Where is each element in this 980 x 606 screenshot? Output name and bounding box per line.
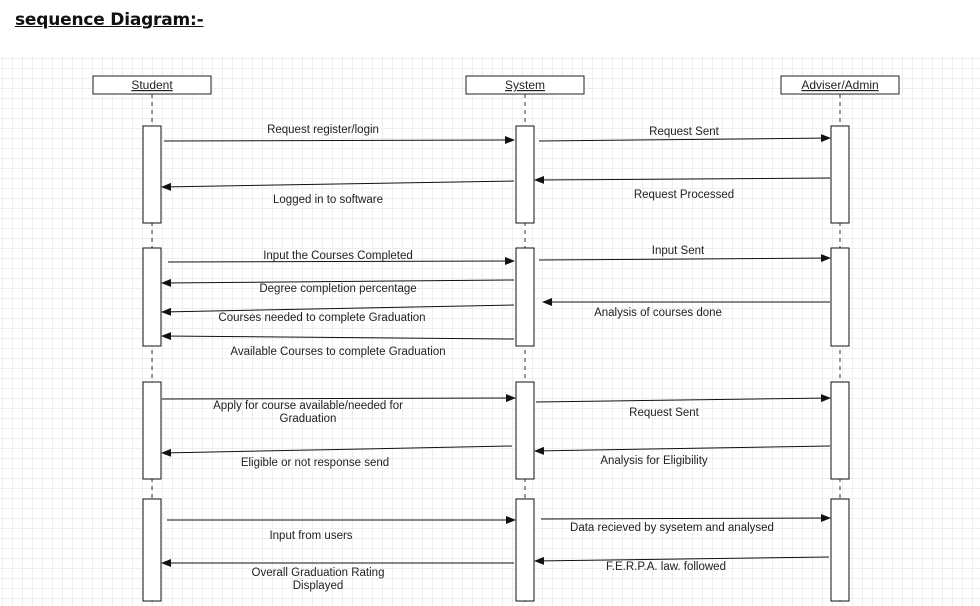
message-label-m13: Analysis for Eligibility [600,455,708,467]
activation-bar-student-4 [142,498,162,602]
actor-label-admin: Adviser/Admin [801,78,878,92]
message-label-m18-line-1: Overall Graduation Rating [252,567,385,579]
actor-box-admin [780,75,900,95]
message-label-m17: F.E.R.P.A. law. followed [606,561,726,573]
message-label-m8: Analysis of courses done [594,307,722,319]
message-arrow-m16 [540,514,831,523]
activation-bar-system-1 [515,125,535,224]
message-label-m10: Available Courses to complete Graduation [230,346,445,358]
activation-bar-student-3 [142,381,162,480]
message-label-m7: Degree completion percentage [259,283,416,295]
message-label-m11-line-1: Apply for course available/needed for [213,400,403,412]
message-arrow-m10 [161,332,515,341]
message-arrow-m3 [534,175,831,184]
actor-box-student [92,75,212,95]
message-arrow-m13 [534,445,831,455]
activation-bar-admin-3 [830,381,850,480]
message-arrow-m9 [161,304,515,316]
message-arrow-m4 [161,180,515,191]
message-label-m18-line-2: Displayed [293,580,344,592]
activation-bar-admin-1 [830,125,850,224]
activation-bar-student-2 [142,247,162,347]
message-label-m3: Request Processed [634,189,734,201]
message-label-m1: Request register/login [267,124,379,136]
message-arrow-m14 [161,445,513,457]
message-arrow-m6 [538,254,831,263]
page-title: sequence Diagram:- [15,10,204,30]
message-arrow-m11 [161,394,516,403]
activation-bar-system-4 [515,498,535,602]
activation-bar-student-1 [142,125,162,224]
message-label-m6: Input Sent [652,245,705,257]
message-arrow-m1 [163,136,515,145]
message-label-m16: Data recieved by sysetem and analysed [570,522,774,534]
message-arrow-m7 [161,278,515,287]
message-label-m15: Input from users [269,530,352,542]
actor-label-system: System [505,78,545,92]
message-label-m14: Eligible or not response send [241,457,389,469]
message-arrow-m2 [538,134,831,143]
actor-box-system [465,75,585,95]
message-label-m12: Request Sent [629,407,699,419]
message-label-m11-line-2: Graduation [280,413,337,425]
message-label-m4: Logged in to software [273,194,383,206]
message-label-m2: Request Sent [649,126,719,138]
activation-bar-system-3 [515,381,535,480]
message-arrow-m5 [167,257,515,266]
activation-bar-admin-2 [830,247,850,347]
message-label-m5: Input the Courses Completed [263,250,413,262]
message-arrow-m17 [534,556,830,565]
activation-bar-admin-4 [830,498,850,602]
message-arrow-m12 [535,394,831,403]
activation-bar-system-2 [515,247,535,347]
actor-label-student: Student [131,78,173,92]
message-label-m9: Courses needed to complete Graduation [218,312,425,324]
